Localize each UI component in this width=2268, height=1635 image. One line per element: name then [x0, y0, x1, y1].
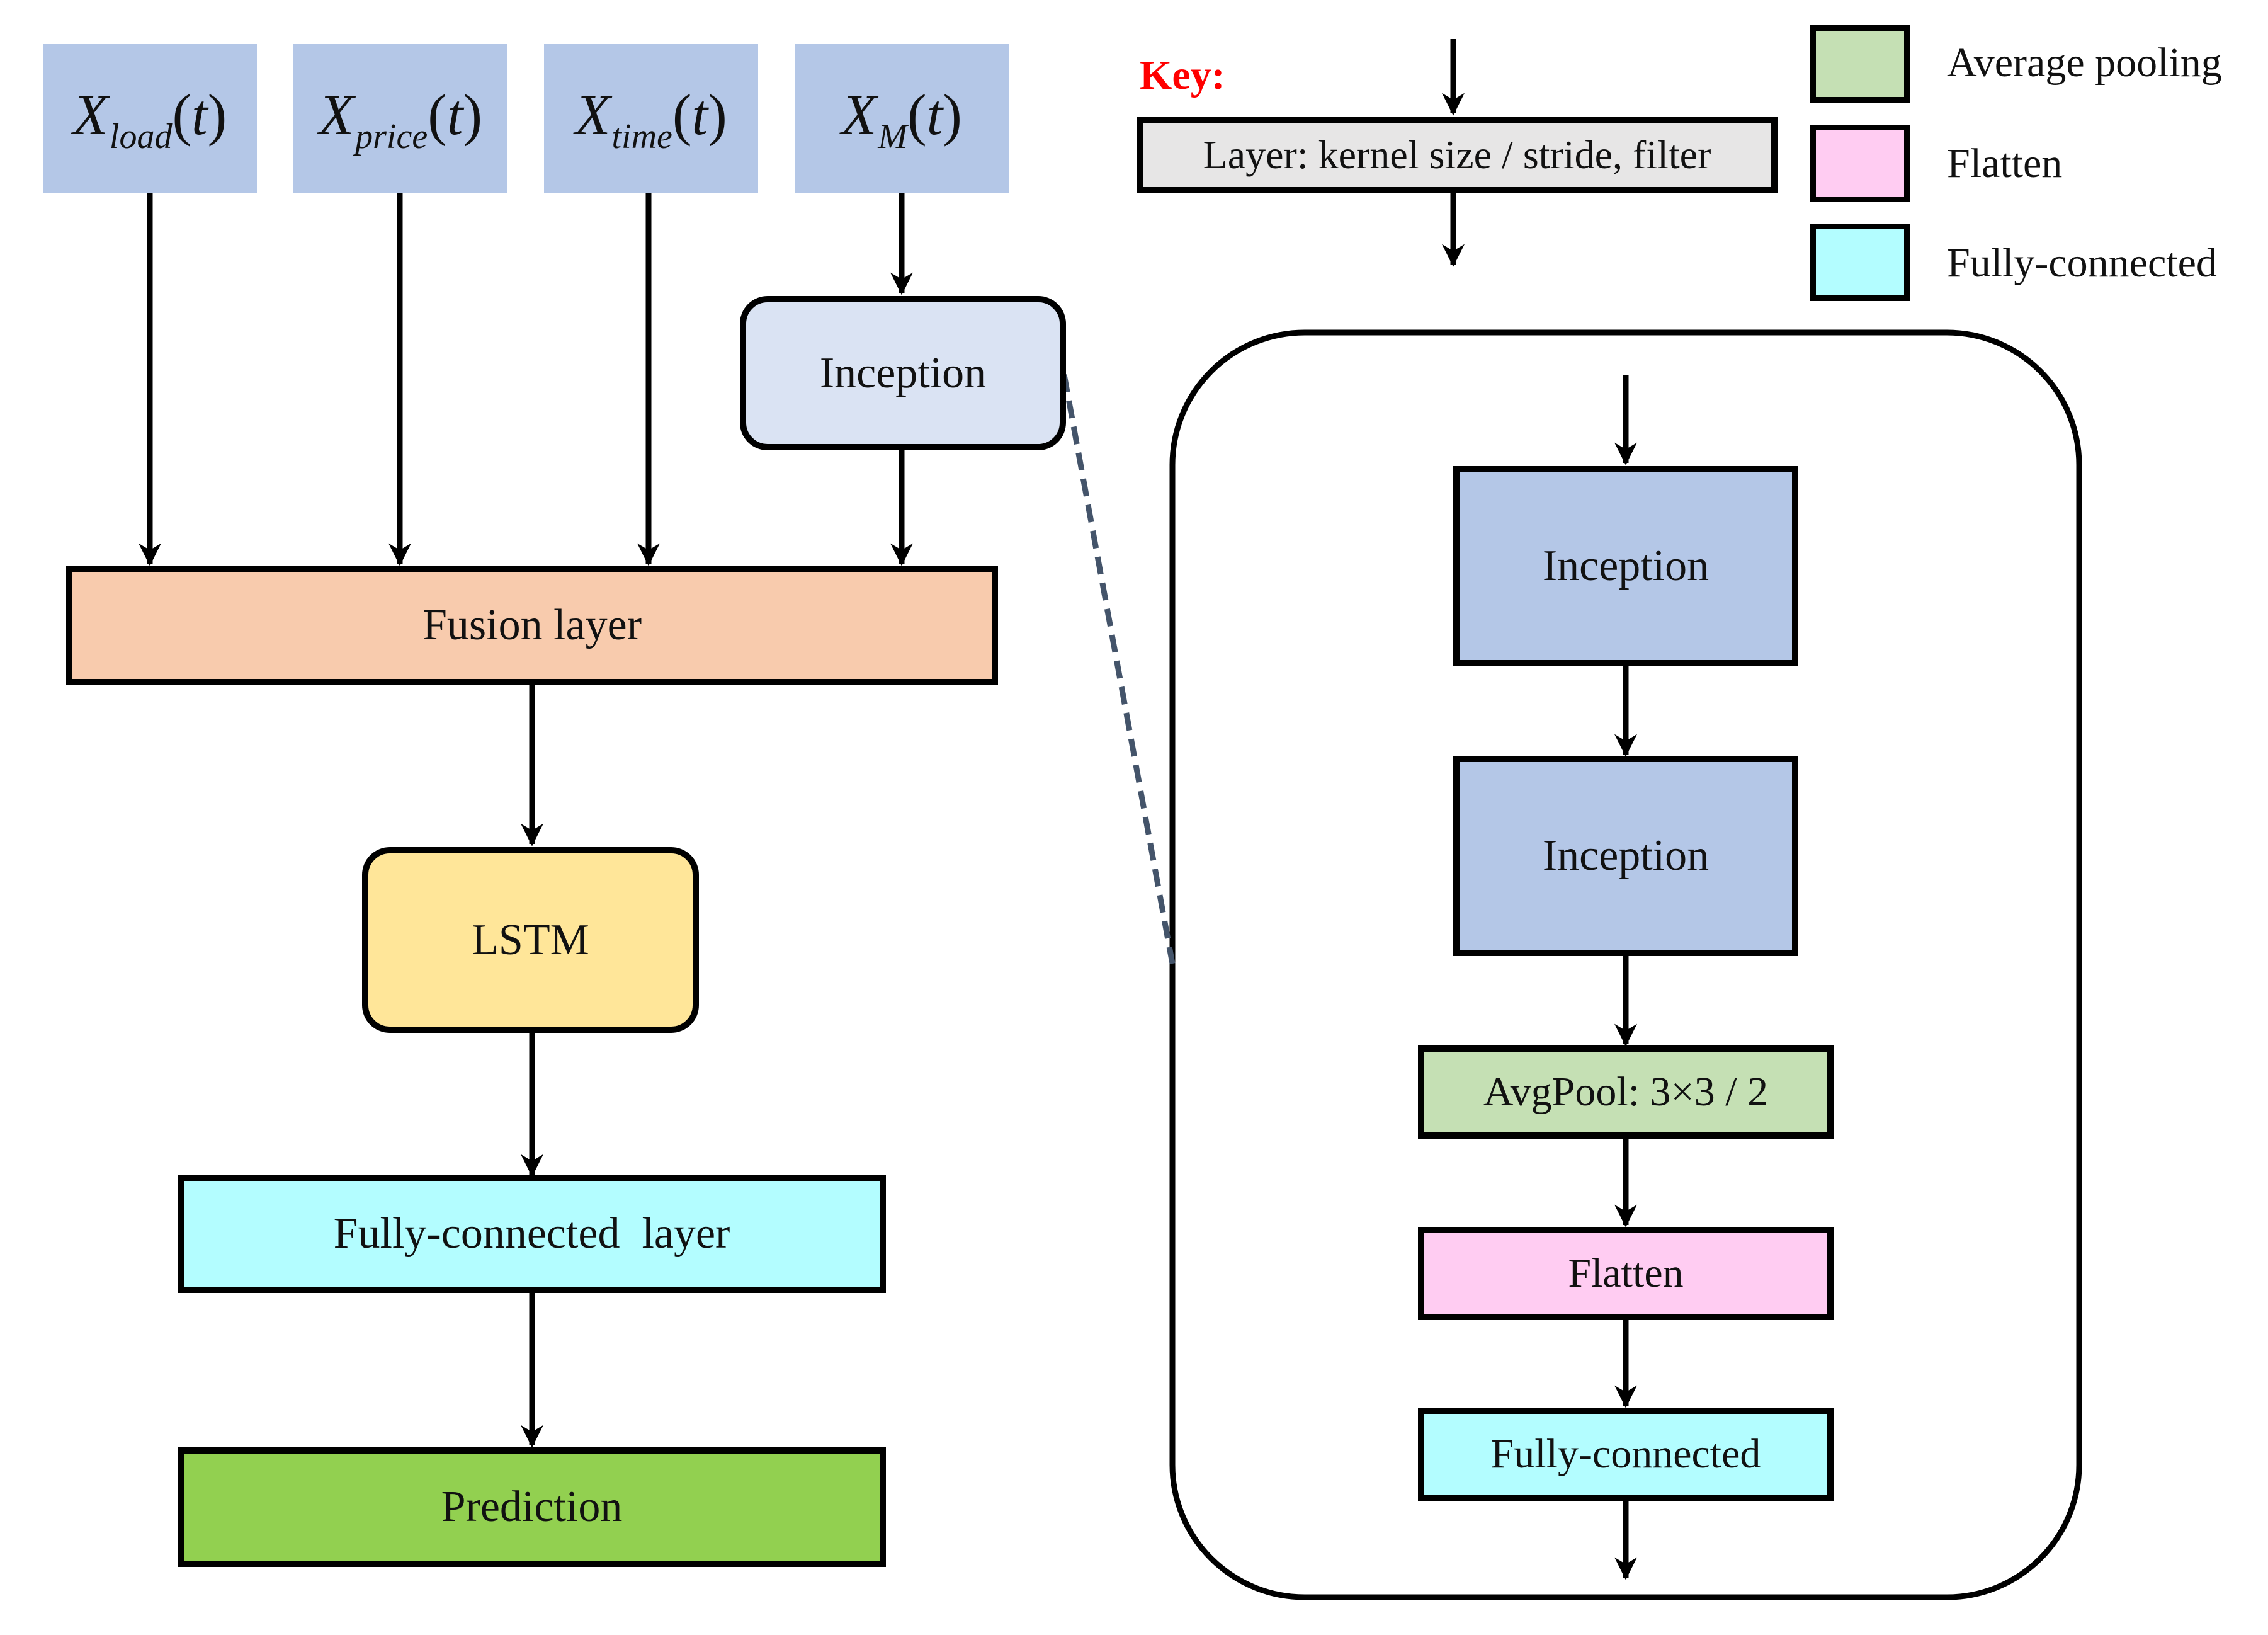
fully-connected-layer-node: Fully-connected layer: [178, 1175, 886, 1293]
prediction-node: Prediction: [178, 1447, 886, 1567]
input-time-sub: time: [611, 117, 672, 156]
detail-fully-connected-label: Fully-connected: [1490, 1431, 1761, 1477]
lstm-label: LSTM: [472, 915, 589, 964]
input-time-arg: t: [691, 82, 708, 147]
key-layer-box: Layer: kernel size / stride, filter: [1137, 117, 1778, 193]
input-m-symbol: X: [841, 82, 877, 147]
legend-label-average-pooling: Average pooling: [1947, 40, 2222, 86]
legend-swatch-average-pooling: [1810, 25, 1910, 103]
inception-detail-panel: [1169, 329, 2082, 1600]
input-price-sub: price: [355, 117, 428, 156]
input-m-sub: M: [878, 117, 907, 156]
inception-node: Inception: [740, 296, 1066, 450]
input-m-arg: t: [926, 82, 943, 147]
detail-inception-2-label: Inception: [1542, 831, 1710, 880]
detail-flatten: Flatten: [1418, 1227, 1834, 1320]
legend-label-fully-connected: Fully-connected: [1947, 240, 2217, 286]
fusion-layer-node: Fusion layer: [66, 566, 998, 685]
legend-label-flatten: Flatten: [1947, 140, 2063, 186]
key-title: Key:: [1140, 52, 1225, 98]
input-price: Xprice(t): [293, 44, 507, 193]
zoom-dashed-line: [1061, 374, 1176, 964]
detail-inception-1-label: Inception: [1542, 542, 1710, 590]
inception-node-label: Inception: [819, 348, 987, 397]
fully-connected-layer-label: Fully-connected layer: [333, 1209, 730, 1258]
input-price-symbol: X: [318, 82, 354, 147]
input-m: XM(t): [795, 44, 1009, 193]
input-load: Xload(t): [43, 44, 257, 193]
detail-fully-connected: Fully-connected: [1418, 1408, 1834, 1501]
input-load-sub: load: [109, 117, 173, 156]
key-layer-label: Layer: kernel size / stride, filter: [1203, 132, 1711, 177]
input-time-symbol: X: [575, 82, 611, 147]
detail-flatten-label: Flatten: [1568, 1250, 1684, 1296]
detail-avgpool: AvgPool: 3×3 / 2: [1418, 1045, 1834, 1139]
legend-swatch-flatten: [1810, 125, 1910, 202]
input-load-arg: t: [191, 82, 208, 147]
legend-swatch-fully-connected: [1810, 224, 1910, 301]
detail-avgpool-label: AvgPool: 3×3 / 2: [1483, 1069, 1769, 1115]
lstm-node: LSTM: [362, 847, 699, 1033]
input-price-arg: t: [446, 82, 463, 147]
input-time: Xtime(t): [544, 44, 758, 193]
prediction-label: Prediction: [441, 1483, 623, 1531]
detail-inception-2: Inception: [1453, 756, 1798, 956]
input-load-symbol: X: [72, 82, 108, 147]
fusion-layer-label: Fusion layer: [422, 601, 642, 649]
detail-inception-1: Inception: [1453, 466, 1798, 666]
